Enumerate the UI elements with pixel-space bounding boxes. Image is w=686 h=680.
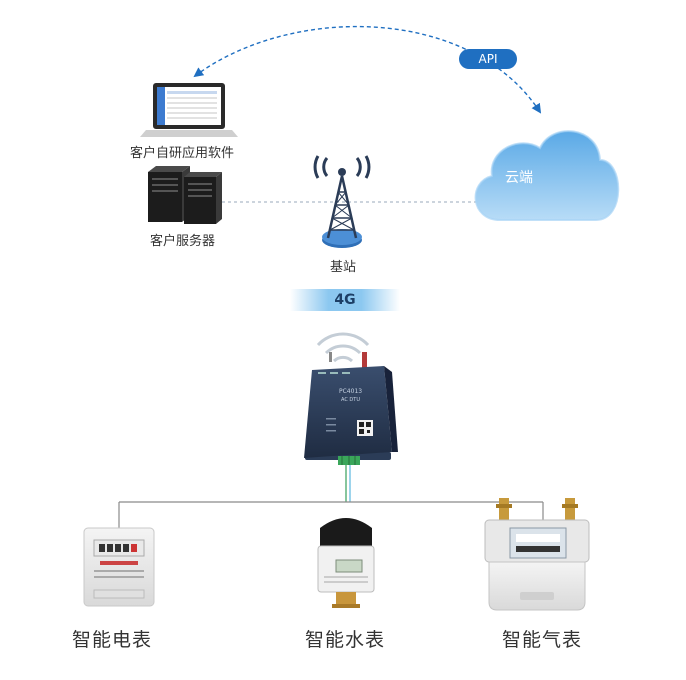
- base-station-icon: [313, 155, 371, 248]
- water-meter-icon: [317, 518, 375, 608]
- api-badge: API: [459, 49, 517, 69]
- server-icon: [148, 166, 222, 224]
- api-link-arc: [193, 25, 542, 114]
- base-station-label: 基站: [330, 260, 357, 275]
- client-software-label: 客户自研应用软件: [130, 146, 235, 161]
- cloud-label: 云端: [505, 170, 533, 186]
- network-4g-band: 4G: [290, 289, 400, 311]
- client-server-label: 客户服务器: [150, 234, 216, 249]
- gas-meter-icon: [484, 498, 590, 611]
- laptop-icon: [140, 83, 238, 137]
- electric-meter-label: 智能电表: [72, 629, 153, 651]
- cloud-icon: [474, 130, 620, 221]
- water-meter-label: 智能水表: [305, 629, 386, 651]
- gas-meter-label: 智能气表: [502, 629, 583, 651]
- electric-meter-icon: [83, 527, 155, 607]
- dtu-sub-text: AC DTU: [341, 397, 360, 403]
- dtu-model-text: PC4013: [339, 388, 362, 395]
- wireless-signal-icon: [316, 332, 370, 363]
- dtu-device-icon: [304, 352, 398, 502]
